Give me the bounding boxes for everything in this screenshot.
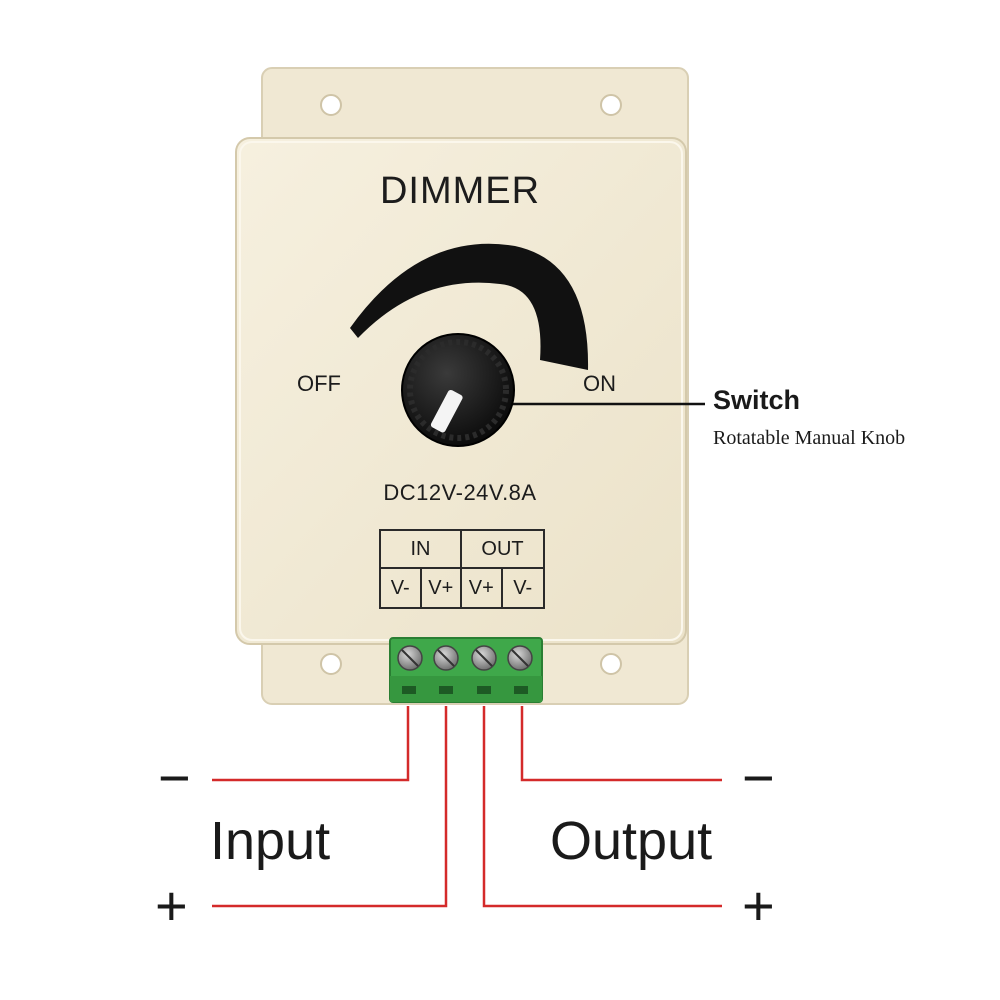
dimming-scale-arc — [350, 243, 589, 370]
callout-subtitle: Rotatable Manual Knob — [713, 427, 906, 449]
mounting-hole-top-right — [600, 94, 622, 116]
terminal-pin-in-plus: V+ — [422, 569, 462, 607]
output-minus-sign: − — [742, 746, 775, 809]
device-title: DIMMER — [379, 170, 541, 212]
terminal-pin-in-minus: V- — [381, 569, 422, 607]
input-minus-sign: − — [158, 746, 191, 809]
terminal-block — [389, 637, 543, 703]
terminal-pin-out-minus: V- — [513, 576, 533, 599]
dimmer-knob[interactable] — [401, 333, 515, 447]
input-plus-sign: + — [155, 874, 188, 937]
mounting-hole-bottom-right — [600, 653, 622, 675]
wire-input-minus — [212, 706, 410, 782]
wire-input-plus — [212, 706, 448, 908]
mounting-hole-top-left — [320, 94, 342, 116]
wire-output-plus — [482, 706, 722, 908]
terminal-group-out: OUT — [462, 531, 543, 569]
callout-title: Switch — [713, 385, 801, 415]
output-plus-sign: + — [742, 874, 775, 937]
on-label: ON — [583, 371, 616, 396]
wiring-lines — [212, 706, 722, 908]
rating-label: DC12V-24V.8A — [383, 480, 537, 505]
terminal-label-table: IN OUT V- V+ V+ V- — [379, 529, 545, 609]
input-label: Input — [210, 811, 331, 871]
wire-output-minus — [520, 706, 722, 782]
terminal-group-in: IN — [381, 531, 462, 569]
output-label: Output — [550, 811, 713, 871]
mounting-hole-bottom-left — [320, 653, 342, 675]
terminal-pin-out-plus: V+ — [462, 569, 503, 607]
knob-indicator — [430, 389, 463, 433]
off-label: OFF — [297, 371, 341, 396]
